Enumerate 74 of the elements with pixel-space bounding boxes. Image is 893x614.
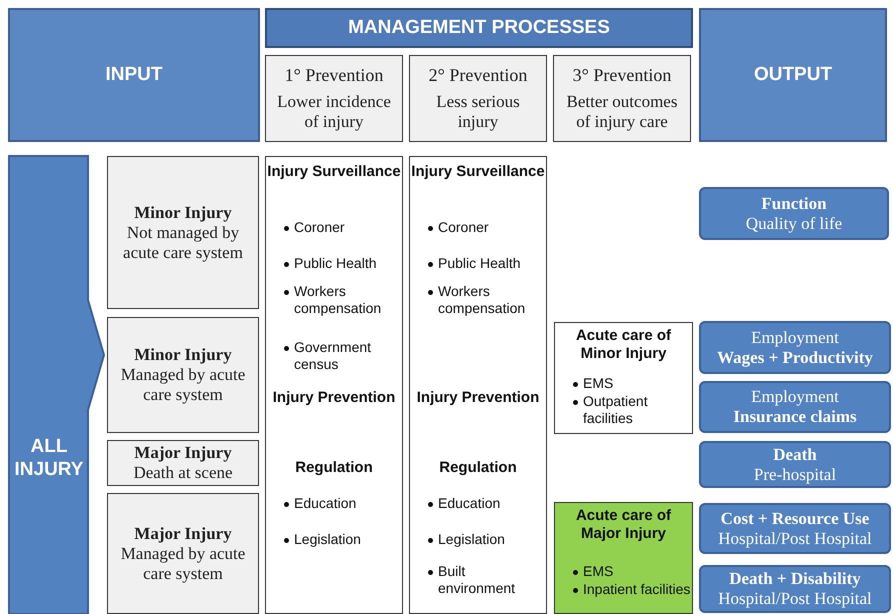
process-column [265,156,403,614]
header-label: OUTPUT [754,64,832,86]
heading: Acute care of Major Injury [574,507,672,543]
list-item: Workers compensation [438,283,526,317]
process-box [554,322,693,434]
outcome-box [699,187,889,240]
header-label: INPUT [106,64,162,86]
description: Managed by acute care system [120,365,246,405]
list-item: Inpatient facilities [583,581,692,598]
description: Pre-hospital [754,464,836,484]
description: Injury Prevention [416,389,540,407]
list-item: EMS [583,563,614,580]
heading: Death + Disability [729,569,861,589]
description: Wages + Productivity [717,348,873,368]
description: Not managed by acute care system [122,222,244,262]
description: Less serious injury [435,92,521,132]
outcome-box [699,441,891,488]
heading: 3° Prevention [572,64,672,86]
heading: Minor Injury [134,345,232,365]
outcome-box [699,321,891,374]
description: Insurance claims [733,407,857,427]
description: Lower incidence of injury [276,92,392,132]
heading: 2° Prevention [428,64,528,86]
heading: Function [761,194,827,214]
input-box [107,317,259,433]
header-box [8,8,260,142]
description: Death at scene [133,463,233,483]
list-item: Built environment [438,563,516,597]
header-label: MANAGEMENT PROCESSES [348,17,610,39]
banner-label: ALL INJURY [14,435,84,481]
list-item: Education [294,495,358,512]
list-item: Legislation [438,531,506,548]
heading: Injury Surveillance [410,163,546,181]
list-item: EMS [583,375,614,392]
heading: Minor Injury [134,202,232,222]
description: Quality of life [746,214,842,234]
description: Managed by acute care system [120,544,246,584]
outcome-box [699,503,891,554]
heading: Acute care of Minor Injury [574,327,672,363]
list-item: Education [438,495,502,512]
list-item: Government census [294,339,372,373]
header-box [699,8,887,142]
list-item: Coroner [438,219,490,236]
stage-box [265,55,403,142]
list-item: Coroner [294,219,346,236]
description: Injury Prevention [272,389,396,407]
description: Regulation [294,459,374,477]
stage-box [553,55,691,142]
list-item: Workers compensation [294,283,382,317]
heading: Employment [751,328,839,348]
heading: 1° Prevention [284,64,384,86]
input-box [107,493,259,614]
description: Hospital/Post Hospital [718,589,872,609]
process-box [554,502,693,614]
outcome-box [699,381,891,433]
list-item: Public Health [438,255,522,272]
list-item: Legislation [294,531,362,548]
heading: Death [773,444,817,464]
description: Better outcomes of injury care [566,92,678,132]
header-band [265,8,693,48]
input-box [107,156,259,309]
heading: Employment [751,387,839,407]
input-box [107,440,259,486]
list-item: Outpatient facilities [583,393,649,427]
heading: Cost + Resource Use [720,508,870,528]
process-column [409,156,547,614]
heading: Major Injury [134,443,232,463]
description: Regulation [438,459,518,477]
list-item: Public Health [294,255,378,272]
outcome-box [699,565,891,613]
description: Hospital/Post Hospital [718,528,872,548]
stage-box [409,55,547,142]
heading: Major Injury [134,524,232,544]
heading: Injury Surveillance [266,163,402,181]
